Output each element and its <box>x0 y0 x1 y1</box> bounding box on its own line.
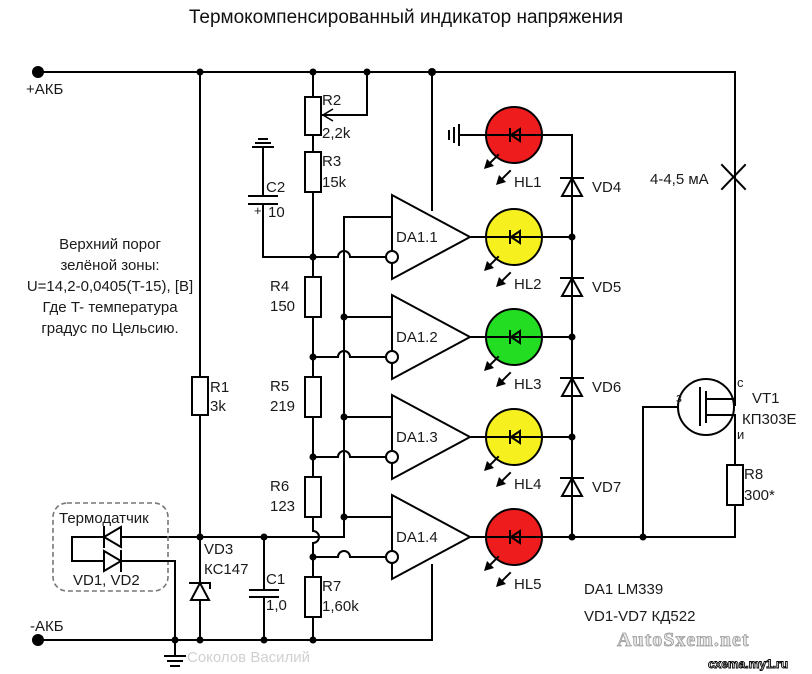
capacitor-c1 <box>249 536 279 641</box>
sensor-refs: VD1, VD2 <box>73 572 140 589</box>
c1-value: 1,0 <box>266 597 287 614</box>
r3-ref: R3 <box>322 153 341 170</box>
threshold-note: Верхний порог зелёной зоны: U=14,2-0,0405(… <box>27 236 193 337</box>
zener-diode-vd3 <box>189 580 211 601</box>
diode-label: VD6 <box>592 379 621 396</box>
vt1-value: КП303Е <box>742 411 797 428</box>
vd3-ref: VD3 <box>204 541 233 558</box>
minus-rail <box>32 634 433 646</box>
vt1-source-pin: и <box>737 427 744 442</box>
r3-value: 15k <box>322 174 347 191</box>
led-label: HL1 <box>514 174 542 191</box>
resistor-r5 <box>304 376 322 418</box>
diode-label: VD5 <box>592 279 621 296</box>
comparator-da1-4: DA1.4 <box>312 493 473 581</box>
comparator-label: DA1.1 <box>396 229 438 246</box>
resistor-r6 <box>304 476 322 518</box>
diode-vd7: VD7 <box>560 475 621 497</box>
led-label: HL3 <box>514 376 542 393</box>
comparator-label: DA1.2 <box>396 329 438 346</box>
plus-terminal[interactable] <box>32 66 44 78</box>
note-line: U=14,2-0,0405(T-15), [В] <box>27 278 193 295</box>
measurement-point-icon[interactable] <box>720 163 747 191</box>
note-line: градус по Цельсию. <box>41 320 178 337</box>
plus-rail <box>32 66 736 406</box>
resistor-r3 <box>304 151 322 193</box>
ground-icon <box>164 639 186 667</box>
r8-value: 300* <box>744 487 775 504</box>
r4-value: 150 <box>270 298 295 315</box>
resistor-r4 <box>304 276 322 318</box>
thermosensor <box>52 502 176 641</box>
note-line: зелёной зоны: <box>60 257 159 274</box>
c2-value: 10 <box>268 204 285 221</box>
minus-terminal-label: -АКБ <box>30 618 64 635</box>
led-hl2: HL2 <box>469 208 576 293</box>
diode-vd2 <box>103 549 123 573</box>
led-hl1: HL1 <box>484 106 573 191</box>
r1-ref: R1 <box>210 379 229 396</box>
r5-ref: R5 <box>270 378 289 395</box>
r1-value: 3k <box>210 398 226 415</box>
led-hl4: HL4 <box>469 408 576 493</box>
diode-vd5: VD5 <box>560 275 621 297</box>
r7-ref: R7 <box>322 578 341 595</box>
c2-ref: C2 <box>266 179 285 196</box>
watermark-cxema: cxema.my1.ru <box>708 657 788 671</box>
potentiometer-r2[interactable] <box>304 96 322 136</box>
comparator-da1-1: DA1.1 <box>312 193 473 281</box>
led-label: HL2 <box>514 276 542 293</box>
comparator-da1-3: DA1.3 <box>312 393 473 481</box>
transistor-vt1 <box>677 378 736 486</box>
r6-ref: R6 <box>270 478 289 495</box>
diode-label: VD4 <box>592 179 621 196</box>
resistor-r8 <box>726 464 744 506</box>
parts-list-da1: DA1 LM339 <box>584 581 663 598</box>
r4-ref: R4 <box>270 278 289 295</box>
minus-terminal[interactable] <box>32 634 44 646</box>
page-title: Термокомпенсированный индикатор напряжен… <box>189 7 623 28</box>
diode-vd1 <box>102 525 122 549</box>
parts-list-diodes: VD1-VD7 КД522 <box>584 608 695 625</box>
diode-vd4: VD4 <box>560 175 621 197</box>
r6-value: 123 <box>270 498 295 515</box>
note-line: Где T- температура <box>42 299 178 316</box>
note-line: Верхний порог <box>59 236 161 253</box>
comparator-label: DA1.4 <box>396 529 438 546</box>
r5-value: 219 <box>270 398 295 415</box>
led-hl5: HL5 <box>469 508 573 593</box>
r2-ref: R2 <box>322 92 341 109</box>
plus-terminal-label: +АКБ <box>26 81 64 98</box>
ground-icon <box>448 124 513 146</box>
led-label: HL4 <box>514 476 542 493</box>
capacitor-c2 <box>248 138 314 258</box>
r8-ref: R8 <box>744 466 763 483</box>
led-label: HL5 <box>514 576 542 593</box>
resistor-r7 <box>304 576 322 618</box>
watermark-autosxem: AutoSxem.net <box>617 629 750 651</box>
vd3-value: КС147 <box>204 561 248 578</box>
sensor-label: Термодатчик <box>59 510 149 527</box>
diode-label: VD7 <box>592 479 621 496</box>
comparator-da1-2: DA1.2 <box>312 293 473 381</box>
r2-value: 2,2k <box>322 125 351 142</box>
current-note: 4-4,5 мА <box>650 171 709 188</box>
vt1-ref: VT1 <box>752 390 780 407</box>
resistor-r1 <box>191 376 209 416</box>
c2-polarity: + <box>254 203 262 218</box>
r7-value: 1,60k <box>322 598 359 615</box>
led-hl3: HL3 <box>469 308 576 393</box>
vt1-drain-pin: с <box>737 375 744 390</box>
comparator-label: DA1.3 <box>396 429 438 446</box>
diode-vd6: VD6 <box>560 375 621 397</box>
vt1-gate-pin: з <box>676 390 682 405</box>
c1-ref: C1 <box>266 571 285 588</box>
author-credit: Соколов Василий <box>187 649 310 666</box>
